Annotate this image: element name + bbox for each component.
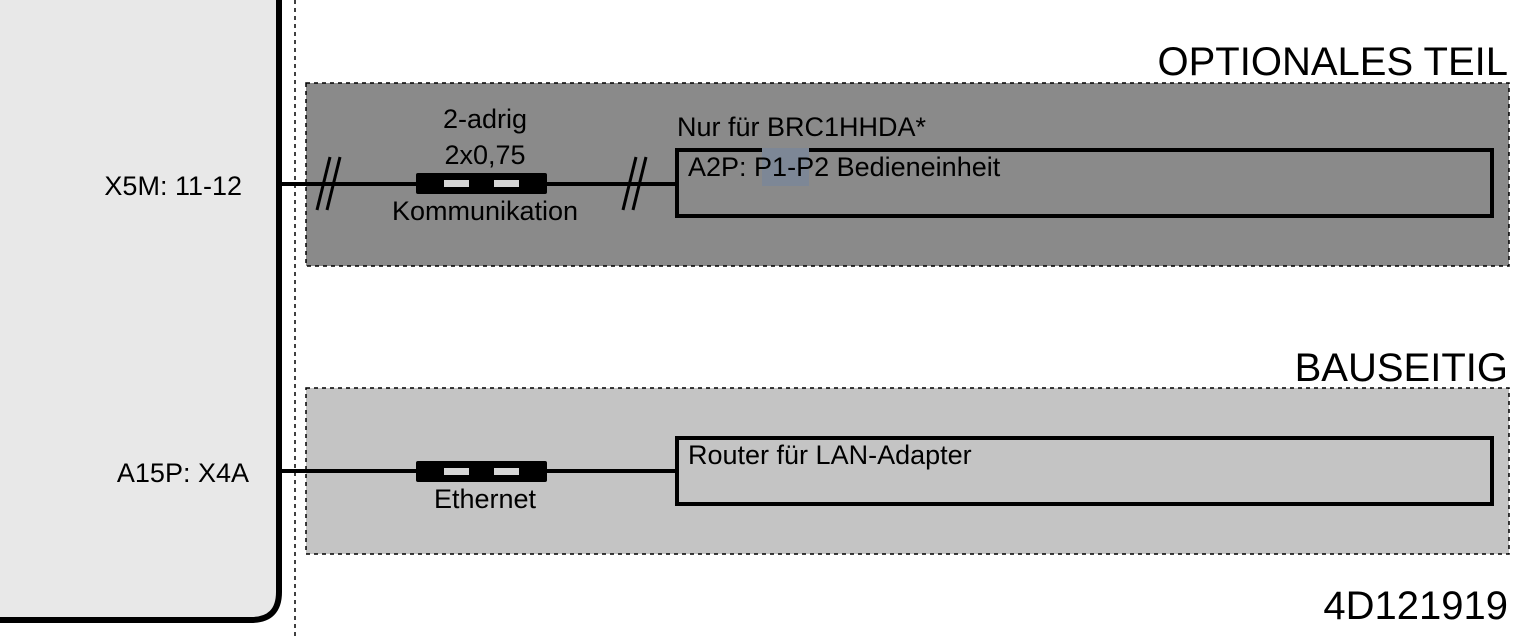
model-note-label: Nur für BRC1HHDA* — [677, 112, 927, 142]
communication-cable-symbol — [416, 173, 547, 194]
wire-break-mark-right-1 — [621, 156, 638, 211]
terminal-x5m-label: X5M: 11-12 — [104, 171, 242, 201]
remote-controller-box — [675, 148, 1494, 218]
optional-section-title: OPTIONALES TEIL — [1158, 40, 1509, 84]
optional-section: OPTIONALES TEIL 2-adrig 2x0,75 Kommunika… — [281, 40, 1510, 267]
remote-controller-label: A2P: P1-P2 Bedieneinheit — [688, 152, 1001, 182]
indoor-unit-panel — [0, 0, 296, 637]
router-box — [675, 436, 1494, 506]
unit-panel-body — [0, 0, 282, 623]
wire-break-mark-left-1 — [315, 156, 332, 211]
terminal-a15p-label: A15P: X4A — [117, 458, 249, 488]
site-section-title: BAUSEITIG — [1295, 346, 1508, 390]
ethernet-cable-symbol — [416, 461, 547, 482]
site-section: BAUSEITIG Ethernet Router für LAN-Adapte… — [281, 346, 1510, 555]
ethernet-label: Ethernet — [434, 484, 537, 514]
cable-type-label: 2-adrig — [443, 104, 527, 134]
document-number: 4D121919 — [1323, 584, 1508, 628]
router-label: Router für LAN-Adapter — [688, 440, 972, 470]
text-selection-highlight — [762, 148, 809, 186]
communication-label: Kommunikation — [392, 196, 578, 226]
wire-break-mark-left-2 — [325, 156, 342, 211]
wire-break-mark-right-2 — [631, 156, 648, 211]
cable-size-label: 2x0,75 — [444, 140, 525, 170]
